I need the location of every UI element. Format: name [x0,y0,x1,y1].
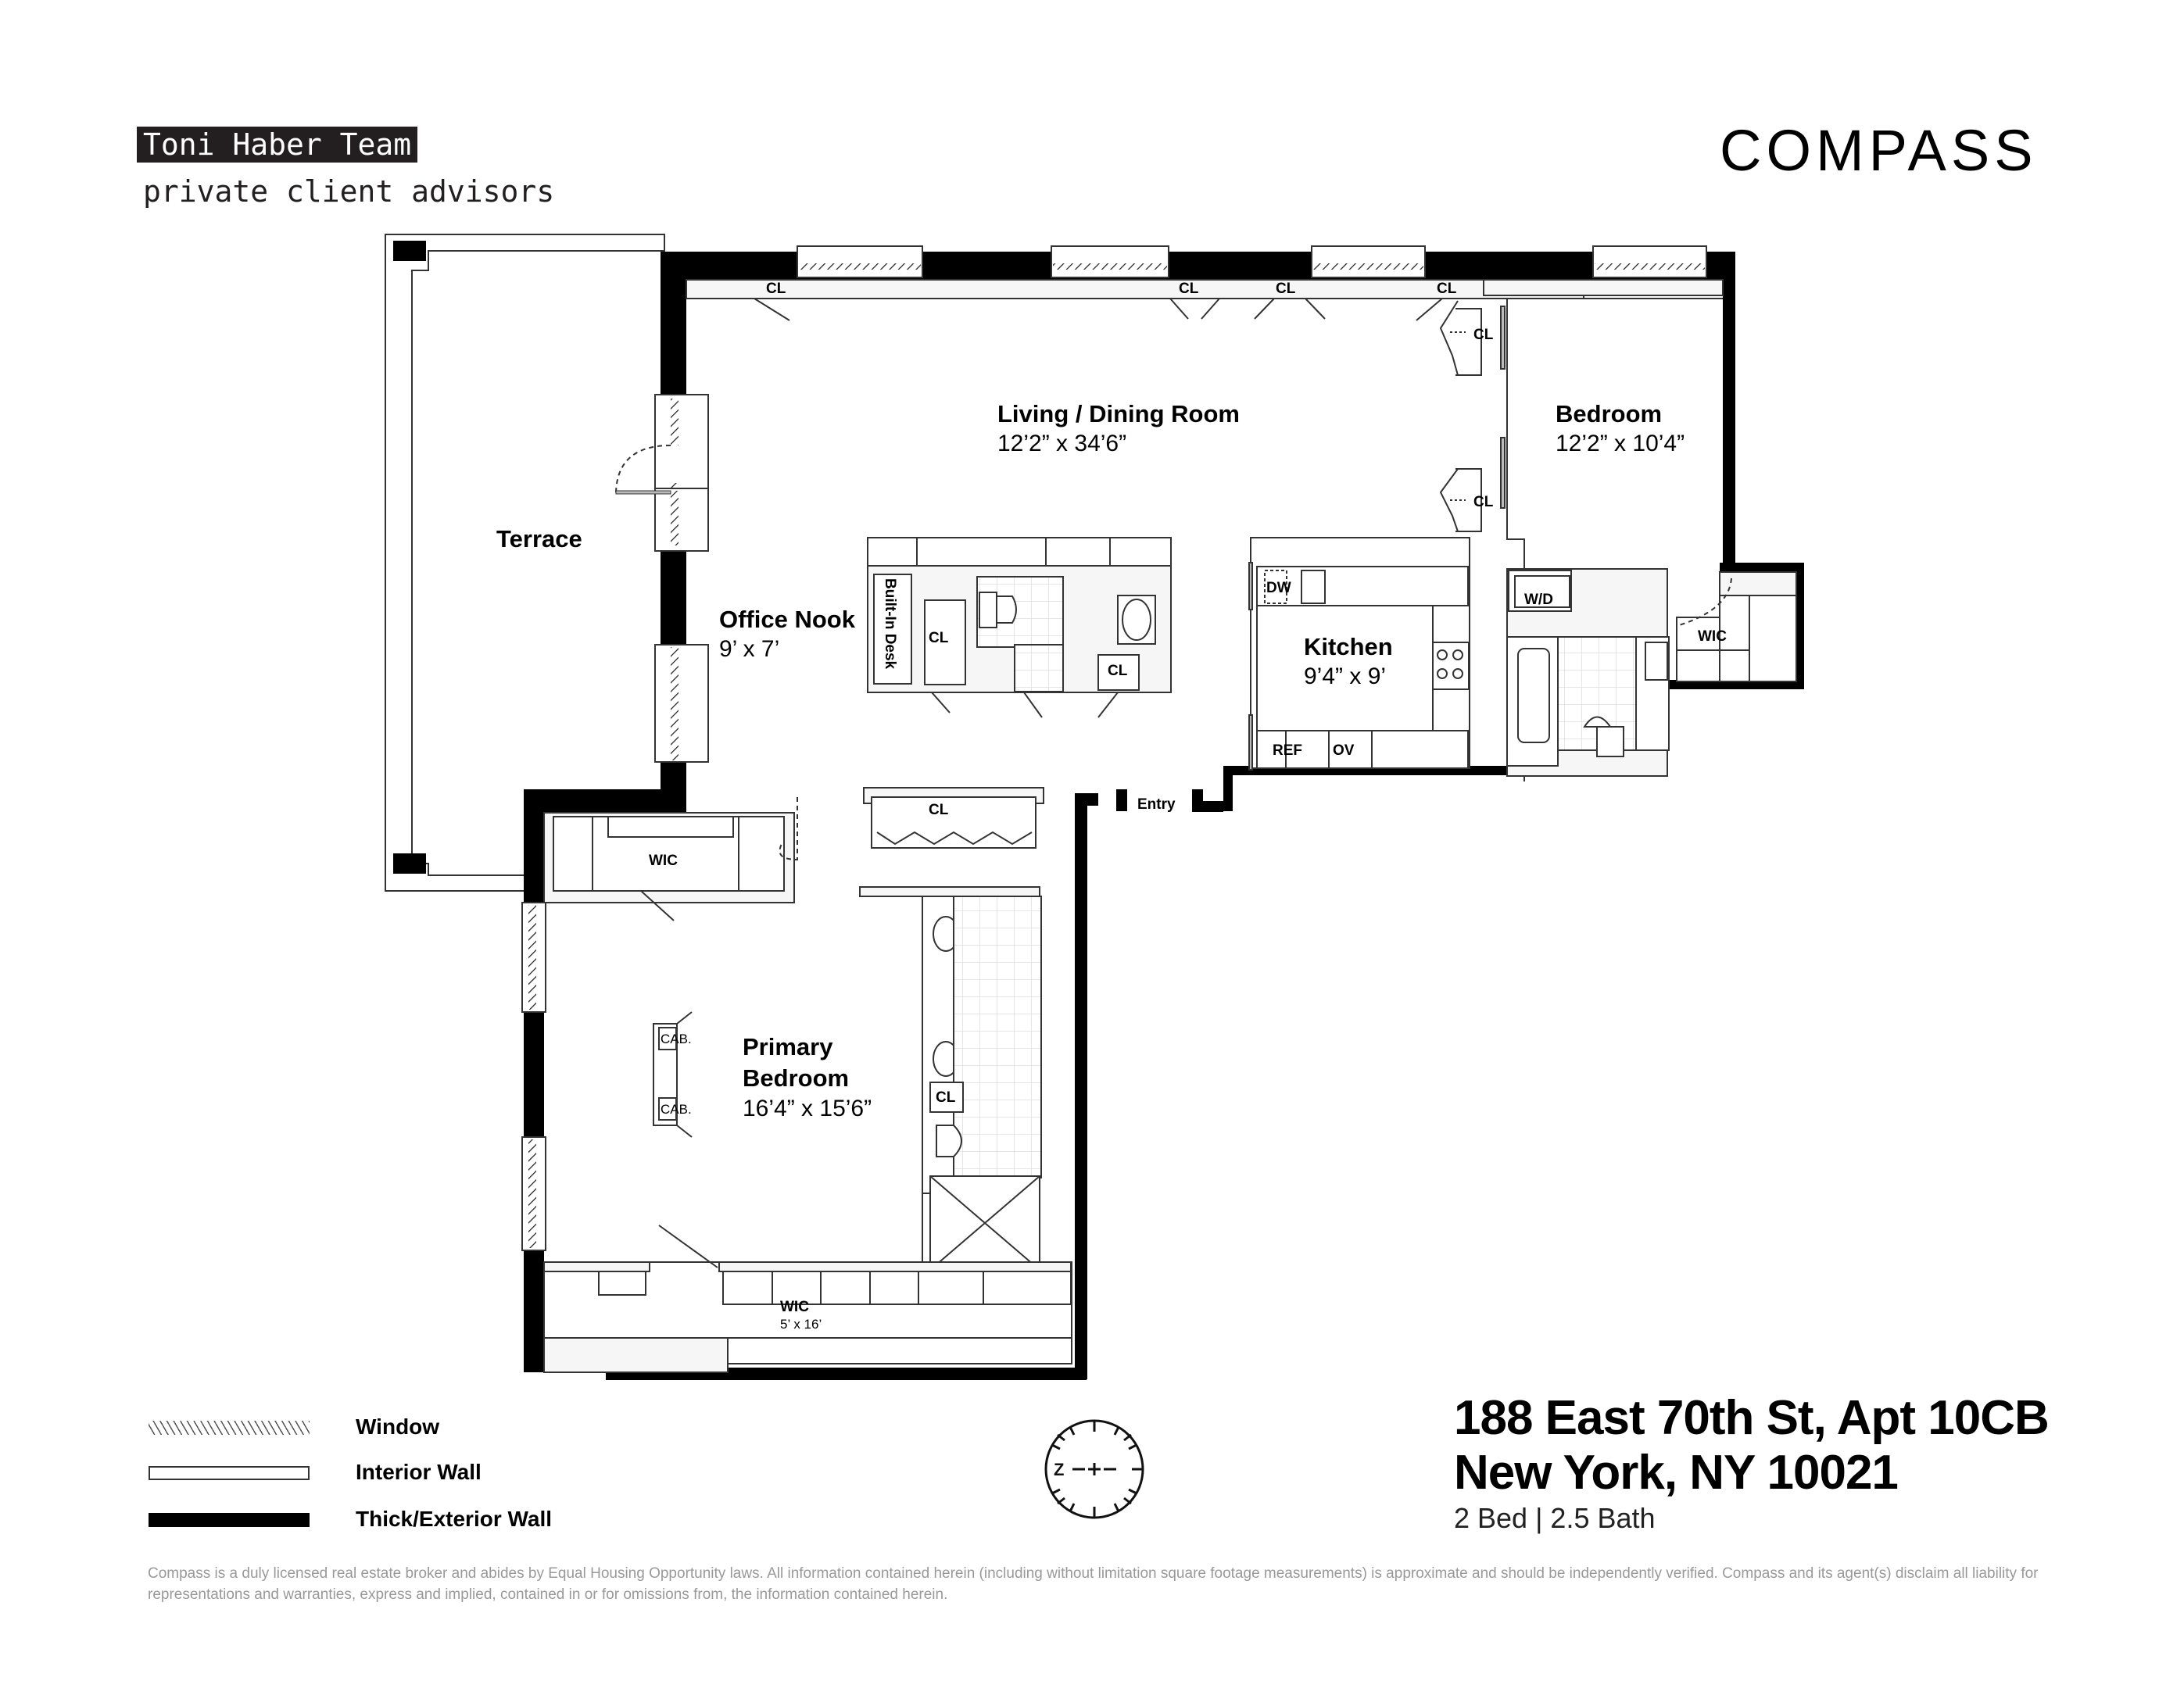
team-tagline: private client advisors [143,174,555,209]
room-label-wic-bedroom: WIC [1698,628,1727,645]
terrace [385,234,665,892]
closet-doors-top [754,298,1443,321]
kitchen [1248,537,1470,771]
primary-suite [543,787,1072,1373]
bedroom-bath [1506,568,1797,777]
bedroom-closet-doors [1439,300,1466,532]
legal-disclaimer: Compass is a duly licensed real estate b… [148,1565,2039,1603]
closet-label: CL [1473,494,1494,510]
room-label-terrace: Terrace [496,525,582,553]
oven-label: OV [1333,742,1355,759]
team-name-badge: Toni Haber Team [137,127,418,163]
left-windows [521,394,709,1251]
legend-label: Thick/Exterior Wall [356,1507,553,1531]
closet-label: CL [1179,281,1199,297]
room-label-primary-wic: WIC [780,1299,809,1315]
legend-item-exterior-wall: Thick/Exterior Wall [149,1507,618,1538]
compass-rose-icon: Z [1044,1419,1144,1519]
room-dims-living: 12’2” x 34’6” [997,431,1126,456]
room-label-bedroom: Bedroom [1556,400,1662,427]
legend-item-window: Window [149,1414,618,1446]
room-dims-primary-wic: 5’ x 16’ [780,1317,822,1332]
legend-label: Window [356,1414,440,1439]
room-label-primary-2: Bedroom [743,1064,849,1092]
entry-label: Entry [1137,796,1176,813]
room-label-office: Office Nook [719,606,856,633]
listing-info: 188 East 70th St, Apt 10CB New York, NY … [1454,1391,2050,1536]
washer-dryer-label: W/D [1524,592,1553,608]
interior-wall-icon [149,1466,310,1480]
compass-logo: COMPASS [1720,118,2038,183]
closet-label: CL [766,281,786,297]
north-label: Z [1054,1460,1064,1479]
legend-label: Interior Wall [356,1460,482,1484]
room-label-living: Living / Dining Room [997,400,1240,427]
closet-label: CL [929,802,949,818]
closet-label: CL [1473,327,1494,343]
closet-label: CL [1276,281,1296,297]
closet-label: CL [1437,281,1457,297]
closet-label: CL [936,1089,956,1106]
refrigerator-label: REF [1273,742,1302,759]
top-closets [686,279,1724,299]
legend-item-interior-wall: Interior Wall [149,1460,618,1491]
top-windows [797,245,1707,278]
room-dims-primary: 16’4” x 15’6” [743,1096,872,1121]
exterior-walls [524,252,1804,1380]
room-dims-bedroom: 12’2” x 10’4” [1556,431,1685,456]
room-dims-kitchen: 9’4” x 9’ [1304,663,1386,689]
dishwasher-label: DW [1266,580,1291,596]
room-label-primary-1: Primary [743,1033,833,1060]
terrace-door-swing [615,445,671,493]
exterior-wall-icon [149,1513,310,1527]
address-line-2: New York, NY 10021 [1454,1446,1899,1500]
office-built-ins [867,537,1172,718]
closet-label: CL [1108,663,1128,679]
room-label-kitchen: Kitchen [1304,633,1393,660]
room-label-wic-upper: WIC [649,853,678,869]
built-in-desk-label: Built-In Desk [882,578,898,670]
room-dims-office: 9’ x 7’ [719,636,779,662]
bedroom-partition [1455,298,1723,781]
listing-summary: 2 Bed | 2.5 Bath [1454,1502,1656,1534]
address-line-1: 188 East 70th St, Apt 10CB [1454,1391,2050,1445]
cabinet-label: CAB. [661,1102,692,1117]
closet-label: CL [929,630,949,646]
terrace-door [615,490,671,495]
window-hatch-icon [149,1421,310,1435]
cabinet-label: CAB. [661,1032,692,1046]
